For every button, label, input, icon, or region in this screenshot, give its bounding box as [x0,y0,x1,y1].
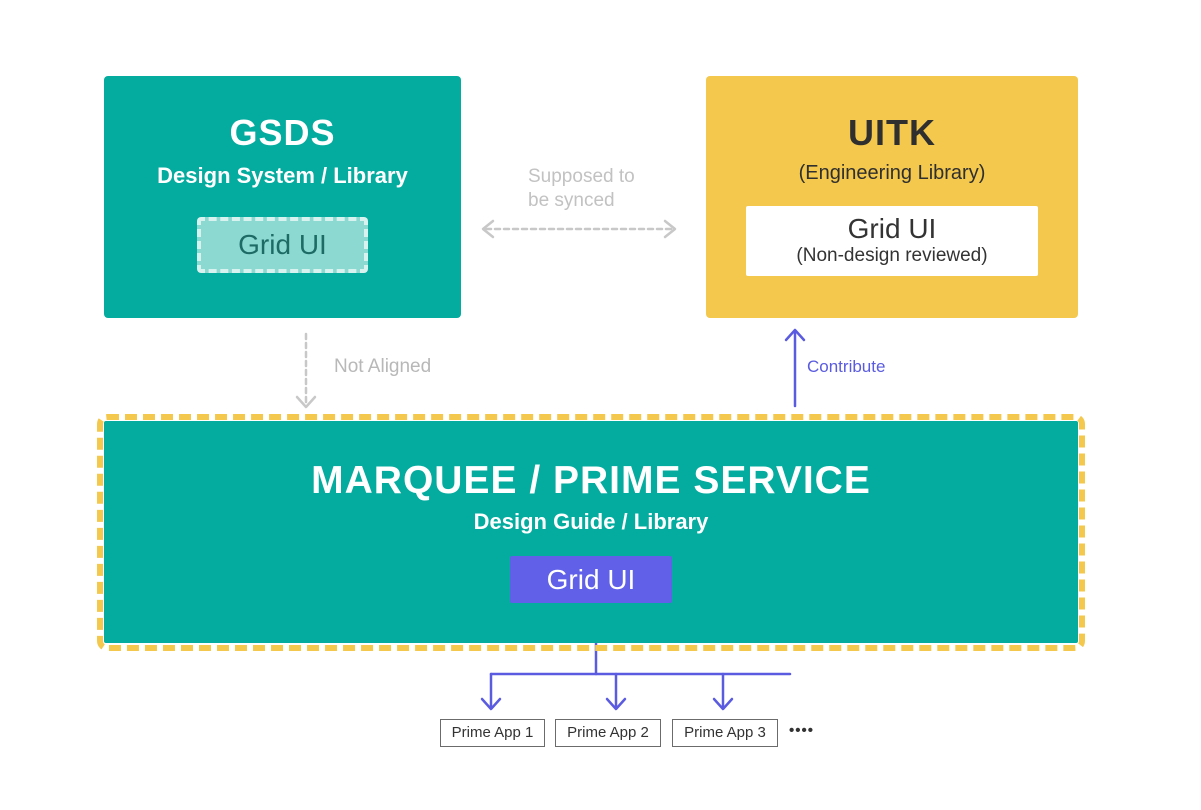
prime-app-1: Prime App 1 [440,719,545,747]
uitk-subtitle: (Engineering Library) [798,162,986,184]
distribution-tree [480,601,792,711]
more-apps-ellipsis: •••• [789,722,815,739]
prime-app-2: Prime App 2 [555,719,661,747]
gsds-title: GSDS [229,112,336,153]
uitk-box: UITK (Engineering Library) Grid UI (Non-… [706,76,1078,318]
prime-app-3: Prime App 3 [672,719,778,747]
sync-label-line1: Supposed to [528,166,635,187]
uitk-grid-ui-component: Grid UI (Non-design reviewed) [746,206,1038,276]
sync-label-line2: be synced [528,190,615,211]
gsds-subtitle: Design System / Library [157,163,408,188]
marquee-dashed-outline [97,414,1085,651]
marquee-grid-ui-component: Grid UI [510,556,672,603]
gsds-box: GSDS Design System / Library Grid UI [104,76,461,318]
gsds-grid-ui-component: Grid UI [197,217,368,273]
contribute-label: Contribute [807,357,886,376]
marquee-subtitle: Design Guide / Library [473,509,709,534]
contribute-arrow [784,328,806,408]
marquee-title: MARQUEE / PRIME SERVICE [311,459,871,502]
not-aligned-label: Not Aligned [334,356,432,377]
sync-label: Supposed to be synced [528,165,635,213]
uitk-title: UITK [848,112,936,153]
not-aligned-arrow [295,332,317,409]
uitk-grid-ui-note: (Non-design reviewed) [796,245,988,266]
marquee-box: MARQUEE / PRIME SERVICE Design Guide / L… [104,421,1078,643]
uitk-grid-ui-label: Grid UI [847,213,937,244]
sync-arrow [481,219,677,239]
